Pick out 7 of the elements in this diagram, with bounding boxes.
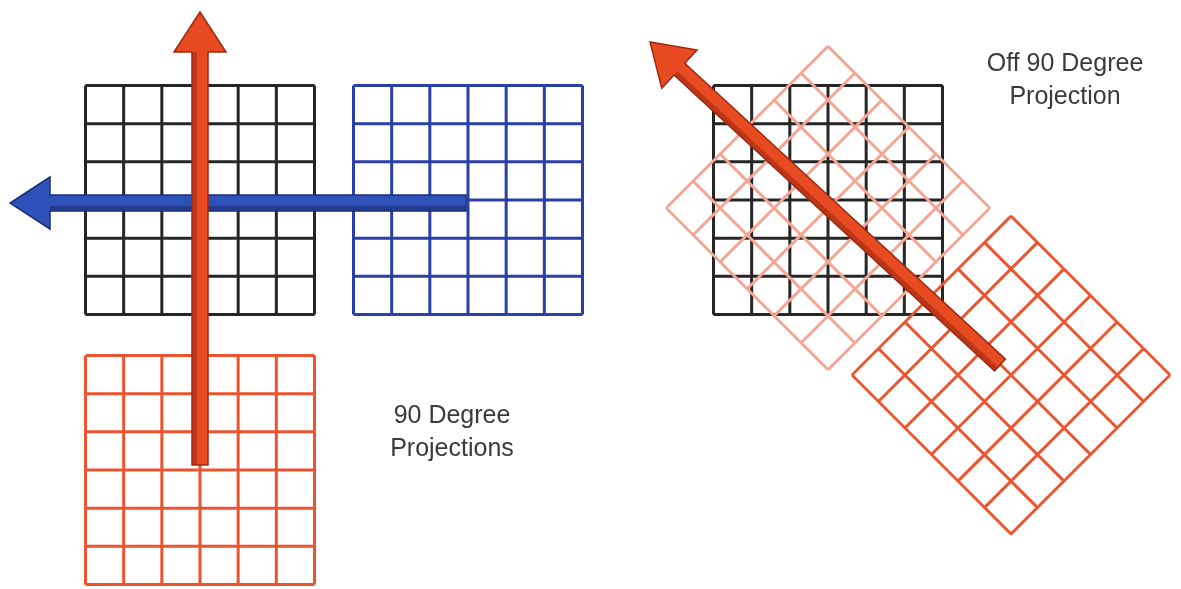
grid (84, 354, 316, 586)
caption-text: Off 90 Degree Projection (985, 47, 1145, 111)
block-arrow (172, 10, 228, 466)
caption-text: 90 Degree Projections (389, 399, 515, 463)
rotated-grid (849, 213, 1173, 537)
block-arrow (8, 175, 467, 231)
grid (352, 84, 584, 316)
